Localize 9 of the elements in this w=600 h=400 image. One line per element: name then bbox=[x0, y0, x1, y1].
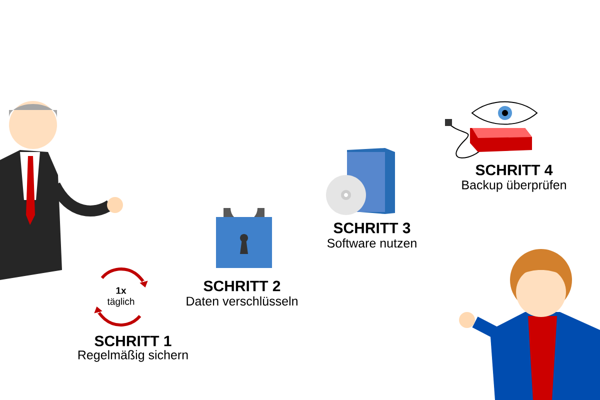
step-description: Regelmäßig sichern bbox=[78, 350, 188, 362]
step-heading: SCHRITT 1 bbox=[94, 336, 172, 346]
step-description: Daten verschlüsseln bbox=[186, 296, 298, 306]
frequency-label: 1x täglich bbox=[107, 287, 134, 307]
step-heading: SCHRITT 3 bbox=[334, 222, 410, 234]
step-description: Software nutzen bbox=[327, 238, 416, 248]
step-heading: SCHRITT 4 bbox=[476, 164, 553, 176]
step-heading: SCHRITT 2 bbox=[204, 280, 280, 292]
step-description: Backup überprüfen bbox=[462, 180, 566, 192]
